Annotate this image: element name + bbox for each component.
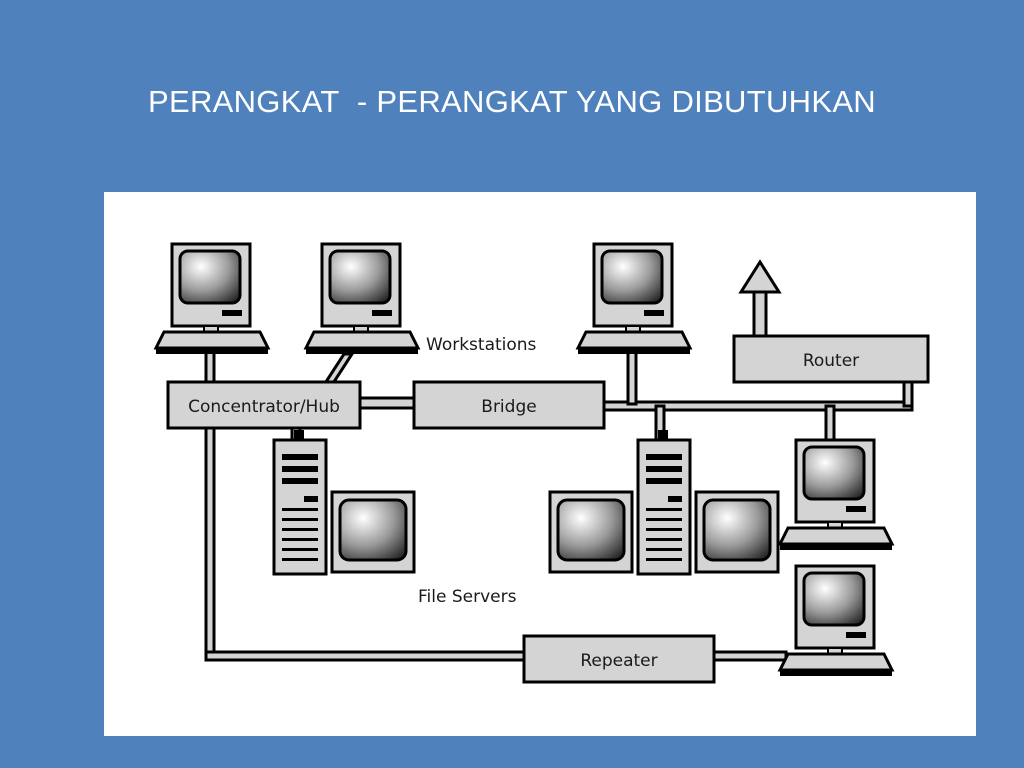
file-server-2-icon [636, 428, 780, 576]
bridge-box: Bridge [412, 380, 606, 430]
slide-title: PERANGKAT - PERANGKAT YANG DIBUTUHKAN [148, 84, 876, 119]
workstation-5-icon [778, 564, 894, 678]
cable-ws4 [824, 404, 836, 444]
cable-repeater-ws5 [712, 650, 788, 662]
file-servers-label: File Servers [418, 587, 517, 607]
hub-box: Concentrator/Hub [166, 380, 362, 430]
workstation-1-icon [154, 242, 270, 356]
cable-hub-down [204, 424, 216, 660]
workstation-2-icon [304, 242, 420, 356]
router-label: Router [803, 351, 859, 371]
file-server-2-monitor-icon [548, 490, 634, 574]
repeater-box: Repeater [522, 634, 716, 684]
hub-label: Concentrator/Hub [188, 397, 340, 417]
cable-hub-bridge [358, 396, 416, 410]
cable-bottom [204, 650, 526, 662]
workstations-label: Workstations [426, 335, 537, 355]
network-diagram: Concentrator/Hub Bridge Router Repeater … [104, 192, 976, 736]
router-uplink-stem [752, 290, 768, 338]
bridge-label: Bridge [481, 397, 536, 417]
repeater-label: Repeater [580, 651, 657, 671]
workstation-4-icon [778, 438, 894, 552]
cable-router [902, 380, 914, 408]
router-uplink-arrow-icon [738, 259, 782, 294]
file-server-1-icon [272, 428, 416, 576]
cable-backbone [602, 400, 914, 412]
workstation-3-icon [576, 242, 692, 356]
router-box: Router [732, 334, 930, 384]
cable-ws3 [626, 344, 638, 406]
